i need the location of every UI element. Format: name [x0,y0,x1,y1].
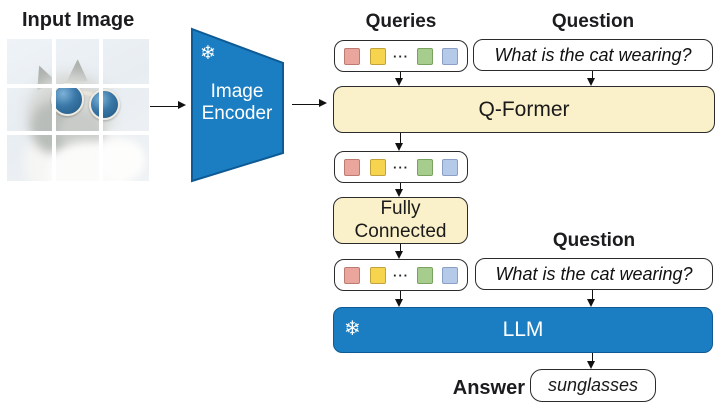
red-query-token [344,266,360,284]
snowflake-icon: ❄ [200,43,216,64]
yellow-query-token [369,266,386,284]
arrow-tokens-to-fc [395,183,404,197]
ellipsis-dots: ··· [393,159,409,175]
cat-paw [99,139,145,181]
red-query-token [344,158,360,176]
arrow-fc-to-tokens [395,244,404,259]
question-box-top: What is the cat wearing? [473,39,713,71]
qformer-block: Q-Former [333,86,715,133]
red-query-token [344,47,360,65]
answer-box: sunglasses [530,369,656,402]
sunglasses-right-lens [89,89,120,120]
answer-label: Answer [452,377,525,399]
question-text: What is the cat wearing? [494,44,692,65]
arrow-encoder-to-qformer [292,99,327,108]
image-encoder-label-line2: Encoder [201,103,273,125]
answer-text: sunglasses [547,375,639,395]
query-tokens-row-3: ··· [334,259,468,291]
qformer-label: Q-Former [478,97,570,121]
grid-line [99,39,103,181]
image-encoder-block: Image Encoder [191,81,283,126]
query-tokens-row-2: ··· [334,151,468,183]
question-label-top: Question [551,11,635,32]
arrow-image-to-encoder [150,101,186,110]
grid-line [7,131,149,135]
green-query-token [416,158,433,176]
blue-query-token [442,158,458,176]
question-text: What is the cat wearing? [495,263,693,284]
image-encoder-label-line1: Image [210,81,264,102]
arrow-llm-to-answer [587,353,596,369]
input-image-label: Input Image [22,9,135,31]
fully-connected-block: Fully Connected [333,197,468,244]
ellipsis-dots: ··· [393,267,409,283]
queries-label: Queries [365,11,437,32]
yellow-query-token [369,158,386,176]
green-query-token [416,266,433,284]
ellipsis-dots: ··· [393,48,409,64]
arrow-queries-to-qformer [395,72,404,86]
arrow-question-to-qformer [587,71,596,86]
yellow-query-token [369,47,386,65]
grid-line [52,39,56,181]
question-box-mid: What is the cat wearing? [475,258,713,290]
question-label-mid: Question [552,230,636,251]
fully-connected-line2: Connected [354,220,447,242]
grid-line [7,84,149,88]
llm-block: LLM [333,307,713,353]
blue-query-token [442,266,458,284]
arrow-question-to-llm [587,290,596,307]
arrow-tokens-to-llm [395,291,404,307]
llm-label: LLM [502,318,544,341]
input-cat-image [7,39,149,181]
blue-query-token [442,47,458,65]
fully-connected-line1: Fully [380,197,421,219]
arrow-qformer-to-tokens [395,133,404,151]
green-query-token [416,47,433,65]
query-tokens-row-1: ··· [334,40,468,72]
image-encoder-shape [191,27,284,183]
snowflake-icon: ❄ [344,318,361,340]
